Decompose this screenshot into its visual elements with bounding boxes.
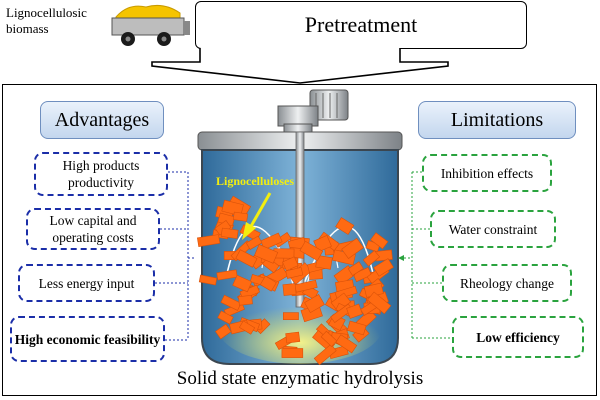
particle	[313, 235, 332, 253]
particle	[347, 261, 364, 276]
advantage-item: Less energy input	[18, 264, 155, 302]
particle	[197, 234, 221, 247]
hydrolysis-frame	[2, 84, 597, 396]
lignocellulose-particles	[197, 195, 394, 366]
limitations-title: Limitations	[418, 101, 576, 139]
particle	[282, 256, 299, 272]
pretreatment-box: Pretreatment	[195, 1, 527, 49]
funnel-arrow	[151, 48, 449, 84]
particle	[282, 283, 297, 296]
particle	[283, 312, 299, 321]
particle	[346, 320, 367, 336]
particle	[215, 323, 232, 340]
limitation-item: Water constraint	[430, 210, 556, 248]
particle	[221, 199, 244, 217]
particle	[232, 211, 249, 222]
particle	[370, 232, 389, 250]
particle	[216, 269, 238, 281]
particle	[299, 240, 324, 262]
particle	[217, 310, 234, 325]
advantage-item: High products productivity	[34, 152, 168, 196]
particle	[245, 235, 263, 251]
advantage-item-highlight: High economic feasibility	[10, 316, 165, 362]
limitation-item: Rheology change	[442, 264, 572, 302]
particle	[320, 330, 338, 347]
particle	[362, 250, 381, 267]
particle	[335, 217, 355, 235]
particle	[198, 274, 218, 286]
particle	[304, 294, 325, 314]
limitation-item-highlight: Low efficiency	[452, 316, 584, 358]
pretreatment-label: Pretreatment	[304, 12, 418, 37]
particle	[341, 237, 364, 259]
lignocelluloses-label: Lignocelluloses	[216, 174, 295, 188]
particle	[238, 295, 253, 306]
particle	[313, 343, 337, 366]
biomass-label: Lignocellulosic biomass	[6, 5, 87, 36]
particle	[281, 348, 304, 358]
particle	[235, 249, 258, 268]
advantages-title: Advantages	[40, 101, 164, 139]
particle	[285, 267, 304, 279]
truck-icon	[111, 5, 190, 46]
motor-icon	[277, 89, 349, 135]
stirrer-icon	[295, 131, 305, 308]
hydrolysis-caption: Solid state enzymatic hydrolysis	[176, 368, 424, 389]
particle	[259, 275, 277, 292]
particle	[335, 334, 358, 354]
particle	[254, 244, 279, 264]
particle	[367, 291, 392, 315]
particle	[238, 320, 256, 335]
reactor-vessel	[197, 89, 403, 366]
particle	[260, 232, 283, 250]
particle	[232, 274, 253, 293]
particle	[346, 303, 363, 319]
particle	[220, 294, 242, 311]
particle	[285, 331, 301, 344]
limitation-item: Inhibition effects	[422, 154, 552, 192]
advantage-item: Low capital and operating costs	[26, 208, 160, 250]
particle	[352, 267, 372, 283]
particle	[373, 258, 394, 277]
particle	[315, 255, 333, 270]
particle	[220, 227, 239, 239]
